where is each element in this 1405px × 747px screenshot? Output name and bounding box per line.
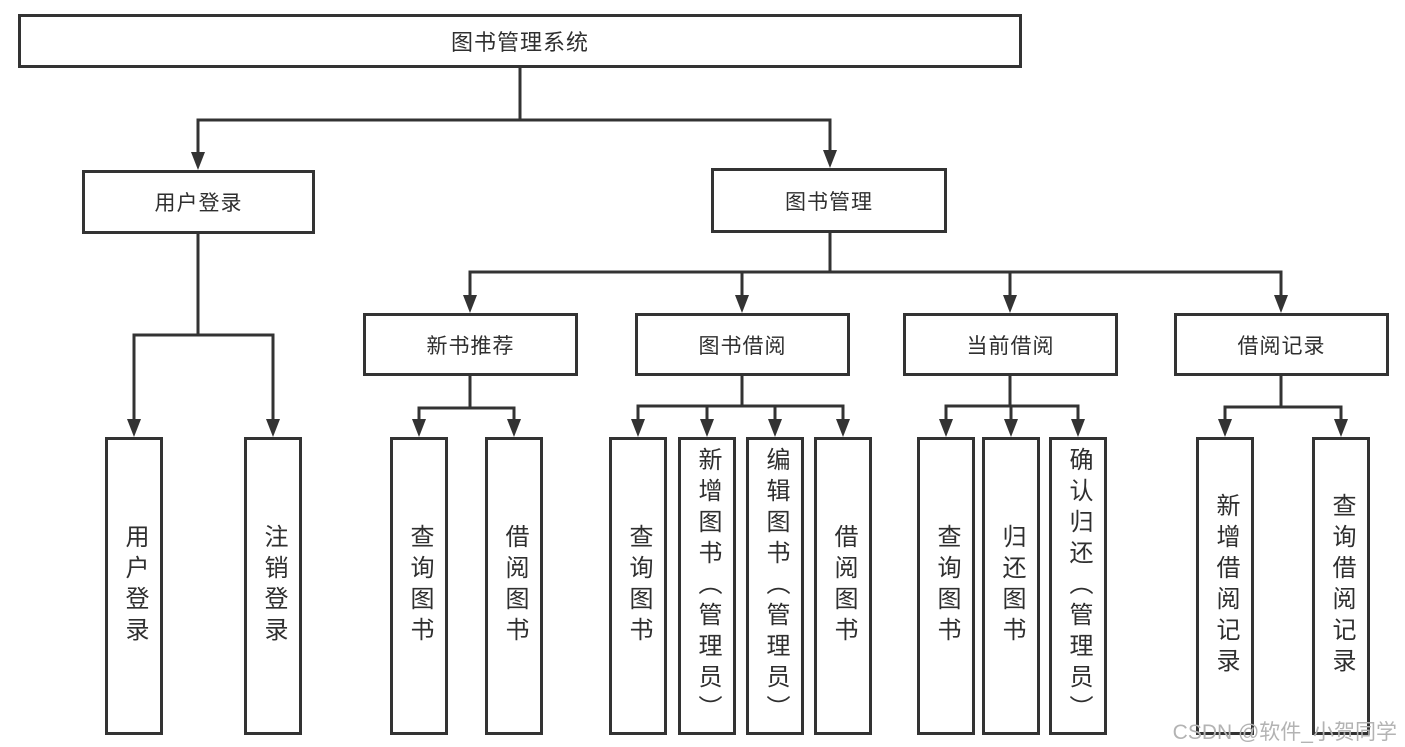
node-label: 图书管理 (785, 190, 873, 214)
node-borrow-records: 借阅记录 (1174, 313, 1389, 376)
node-label: 当前借阅 (966, 334, 1055, 358)
node-label: 确认归还（管理员） (1065, 446, 1092, 726)
node-current-borrowing: 当前借阅 (903, 313, 1118, 376)
node-user-login: 用户登录 (82, 170, 315, 234)
leaf-borrow-books-recommend: 借阅图书 (485, 437, 543, 735)
leaf-confirm-return-admin: 确认归还（管理员） (1049, 437, 1107, 735)
leaf-logout: 注销登录 (244, 437, 302, 735)
node-book-borrowing: 图书借阅 (635, 313, 850, 376)
leaf-add-borrow-record: 新增借阅记录 (1196, 437, 1254, 735)
node-label: 图书管理系统 (450, 30, 589, 55)
leaf-add-books-admin: 新增图书（管理员） (678, 437, 736, 735)
leaf-query-books-recommend: 查询图书 (390, 437, 448, 735)
leaf-return-books: 归还图书 (982, 437, 1040, 735)
node-book-management: 图书管理 (711, 168, 947, 233)
leaf-query-books-borrowing: 查询图书 (609, 437, 667, 735)
leaf-borrow-books: 借阅图书 (814, 437, 872, 735)
node-label: 新书推荐 (426, 334, 515, 358)
node-label: 用户登录 (121, 524, 148, 648)
leaf-query-books-current: 查询图书 (917, 437, 975, 735)
node-label: 新增借阅记录 (1212, 493, 1239, 679)
leaf-query-borrow-record: 查询借阅记录 (1312, 437, 1370, 735)
node-label: 编辑图书（管理员） (762, 446, 789, 726)
leaf-edit-books-admin: 编辑图书（管理员） (746, 437, 804, 735)
node-label: 新增图书（管理员） (694, 446, 721, 726)
node-label: 图书借阅 (698, 334, 787, 358)
node-label: 借阅图书 (501, 524, 528, 648)
node-label: 归还图书 (998, 524, 1025, 648)
node-label: 借阅记录 (1237, 334, 1326, 358)
node-label: 注销登录 (260, 524, 287, 648)
leaf-user-login: 用户登录 (105, 437, 163, 735)
node-label: 查询图书 (625, 524, 652, 648)
node-label: 查询借阅记录 (1328, 493, 1355, 679)
node-library-management-system: 图书管理系统 (18, 14, 1022, 68)
node-label: 查询图书 (406, 524, 433, 648)
csdn-watermark: CSDN @软件_小贺同学 (1172, 721, 1397, 744)
node-label: 用户登录 (154, 192, 243, 215)
node-label: 借阅图书 (830, 524, 857, 648)
node-new-book-recommend: 新书推荐 (363, 313, 578, 376)
node-label: 查询图书 (933, 524, 960, 648)
